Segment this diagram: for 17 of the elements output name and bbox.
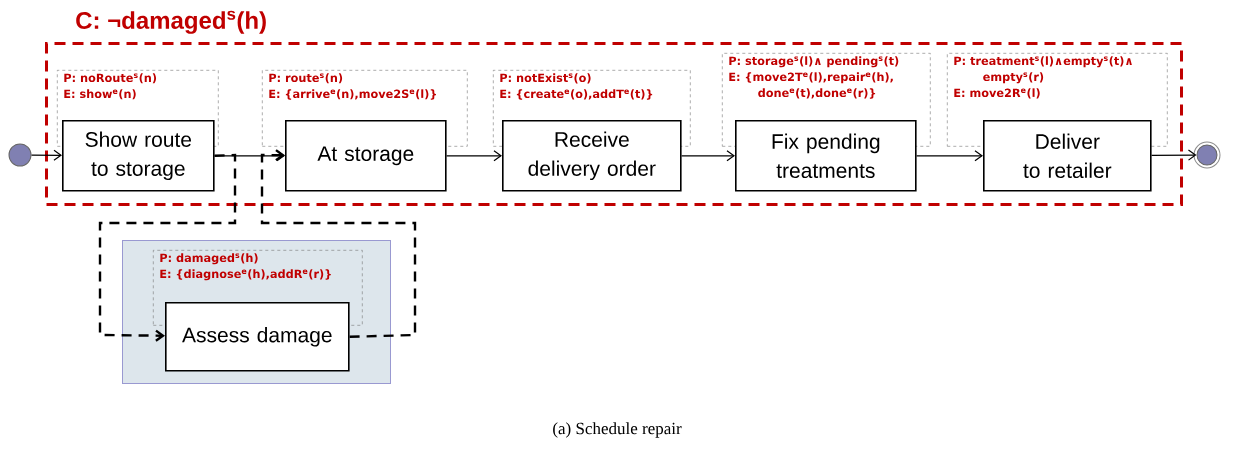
arrow (98, 153, 237, 342)
activity-box: Show route to storage (62, 120, 215, 192)
arrow (446, 150, 502, 162)
activity-box: At storage (285, 120, 447, 192)
caption: (a) Schedule repair (553, 422, 682, 438)
node-label: C: ¬damaged$^{s}$(h) (76, 10, 266, 34)
arrow (30, 149, 62, 161)
activity-box: Fix pending treatments (735, 120, 917, 192)
arrow (1151, 149, 1197, 161)
arrow (681, 150, 735, 162)
activity-box: Deliver to retailer (983, 120, 1152, 192)
arrow (260, 149, 417, 338)
arrow (916, 150, 983, 162)
state-circle (1193, 141, 1221, 169)
activity-box: Receive delivery order (502, 120, 682, 192)
state-circle (8, 143, 32, 167)
activity-box: Assess damage (165, 302, 350, 372)
